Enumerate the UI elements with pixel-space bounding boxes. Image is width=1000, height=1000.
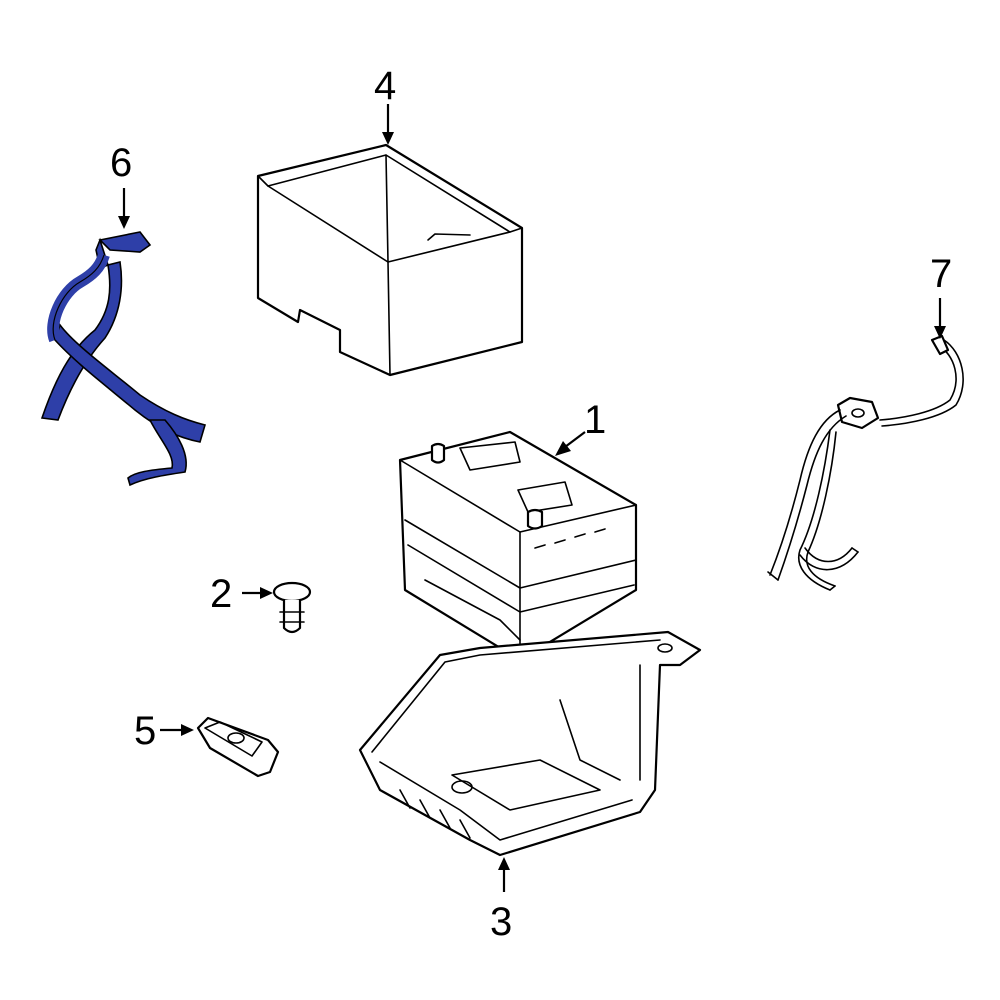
positive-cable bbox=[767, 334, 964, 591]
hold-down-clamp bbox=[196, 716, 280, 778]
push-clip bbox=[272, 581, 312, 634]
callout-2: 2 bbox=[210, 572, 232, 616]
callout-7: 7 bbox=[930, 252, 952, 296]
callout-arrows bbox=[118, 104, 946, 892]
callout-6: 6 bbox=[110, 141, 132, 185]
battery-insulator-box bbox=[256, 143, 524, 377]
callout-5: 5 bbox=[134, 709, 156, 753]
battery bbox=[398, 430, 638, 662]
battery-tray bbox=[358, 630, 702, 857]
negative-cable-highlighted bbox=[40, 231, 207, 487]
callout-1: 1 bbox=[584, 398, 606, 442]
callout-4: 4 bbox=[374, 64, 396, 108]
callout-3: 3 bbox=[490, 900, 512, 944]
